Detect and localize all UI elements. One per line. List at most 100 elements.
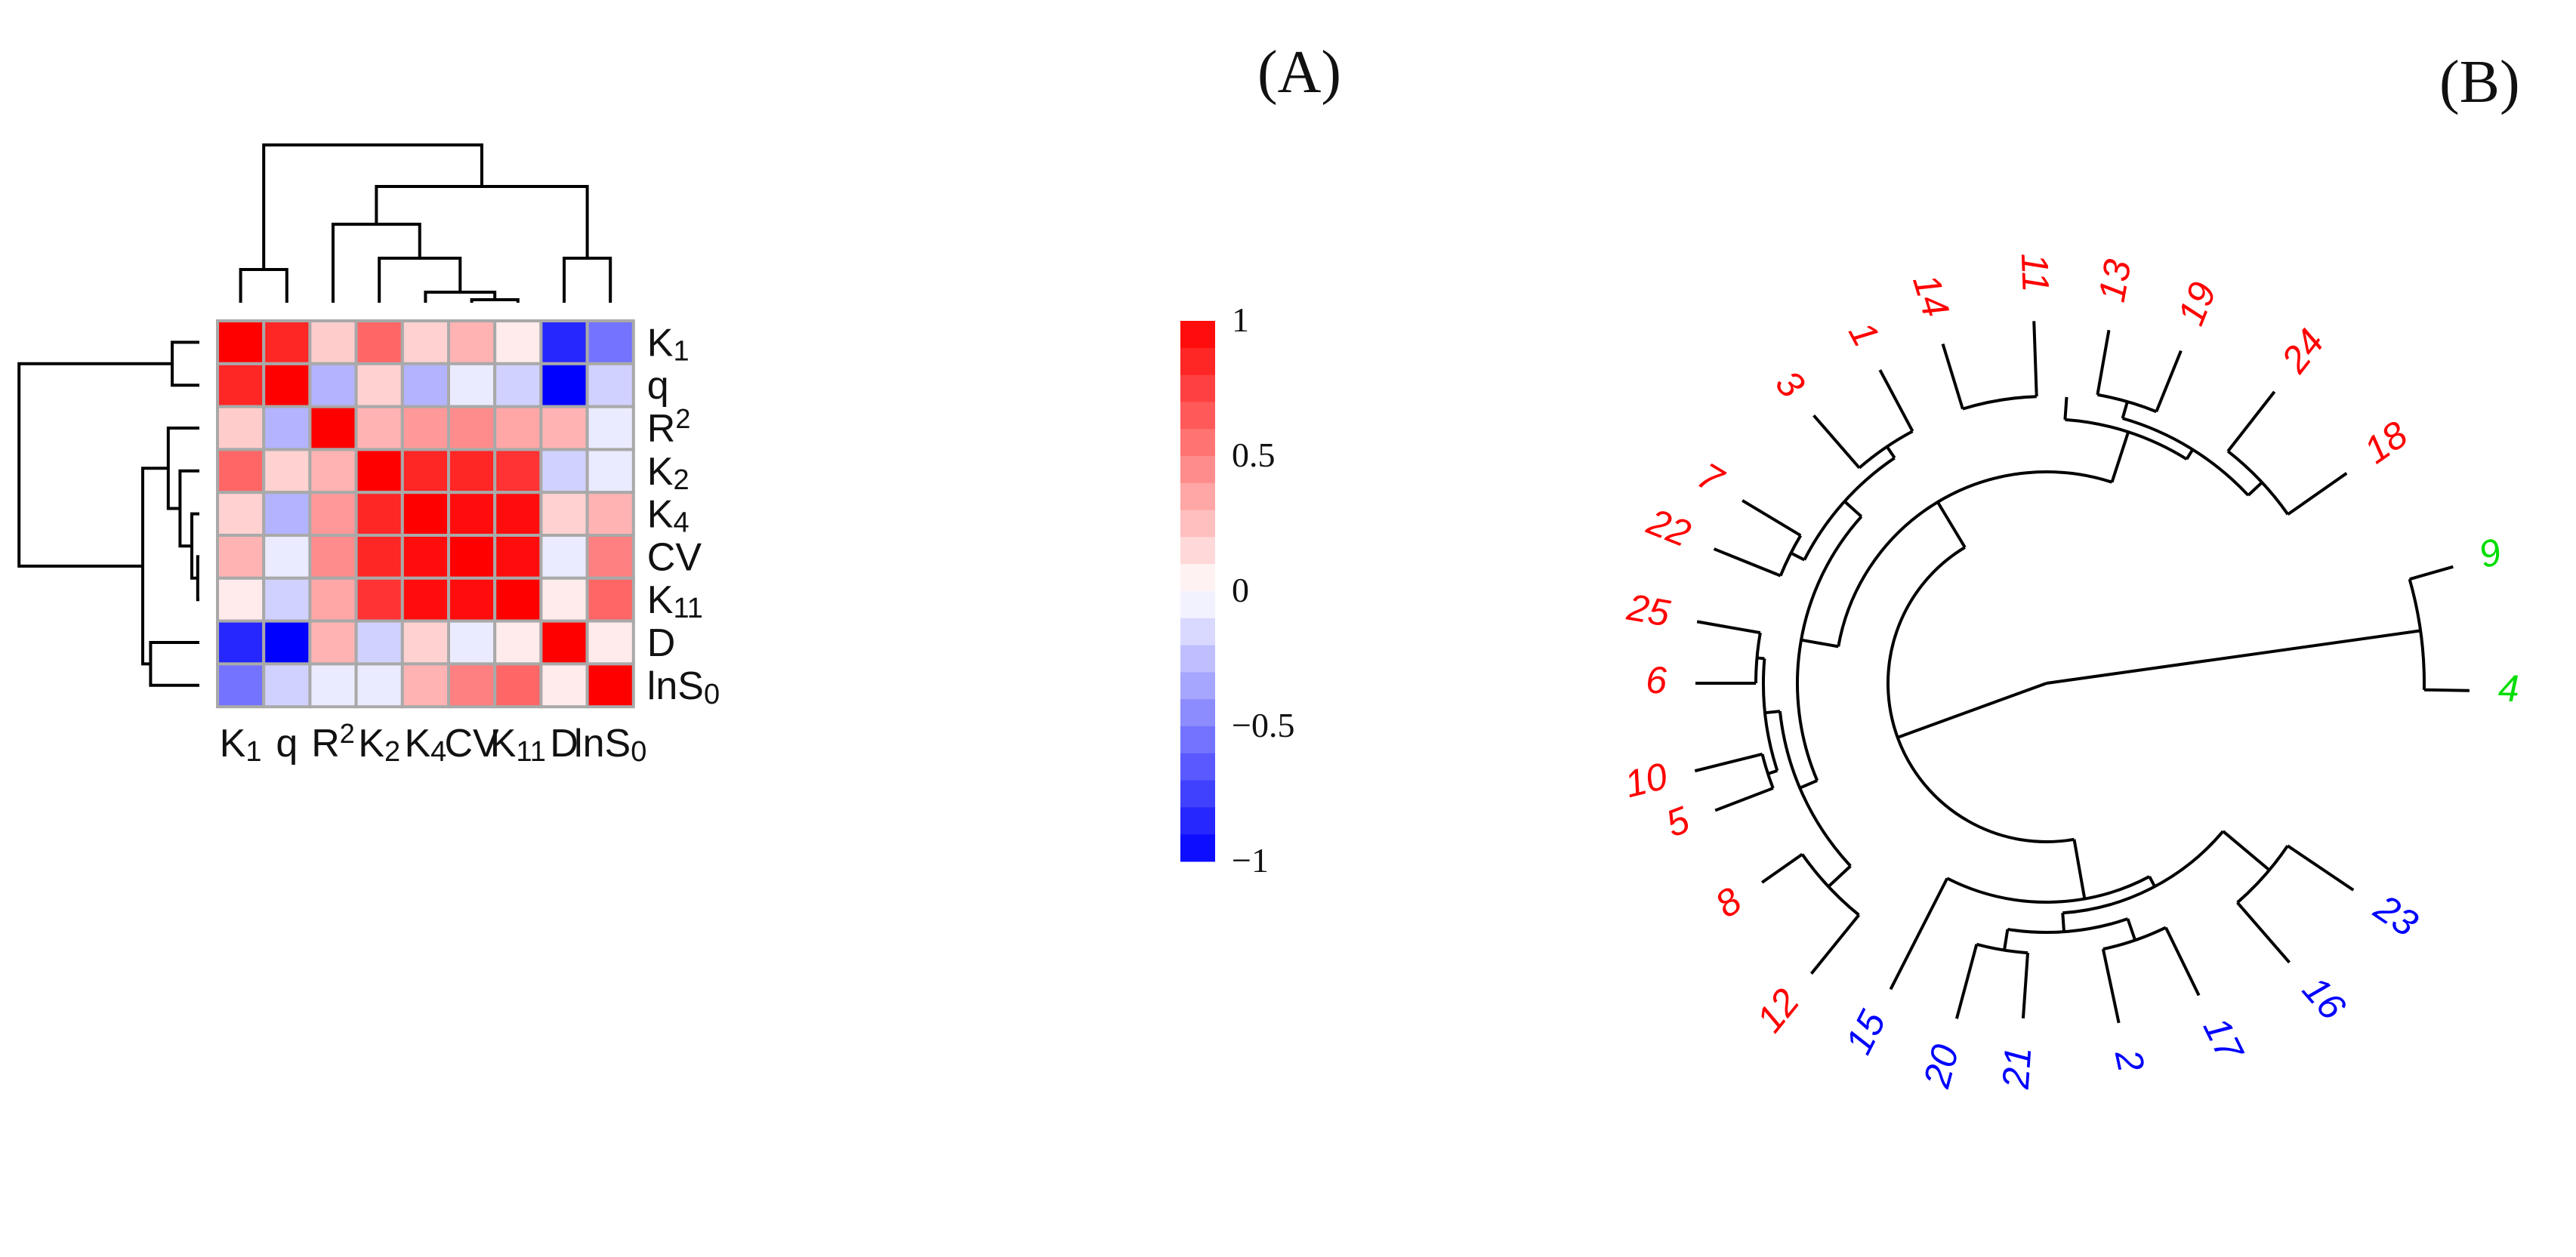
dendrogram-branch [149, 641, 199, 687]
dendrogram-branch [2110, 431, 2130, 483]
dendrogram-branch [1767, 787, 1774, 792]
heatmap-cell [585, 405, 635, 451]
heatmap-cell [447, 362, 497, 408]
dendrogram-leaf-label: 6 [1646, 659, 1667, 701]
dendrogram-leaf-branch [2155, 350, 2183, 411]
heatmap-cell [493, 534, 543, 580]
heatmap-cell [539, 362, 589, 408]
heatmap-cell [447, 534, 497, 580]
dendrogram-leaf-branch [1761, 855, 1800, 884]
row-label: K1 [647, 321, 690, 367]
dendrogram-branch [1796, 531, 1802, 538]
color-scale-step [1180, 564, 1215, 592]
dendrogram-leaf-label: 8 [1708, 879, 1749, 926]
dendrogram-branch [2409, 575, 2417, 581]
dendrogram-leaf-label: 17 [2195, 1011, 2253, 1069]
dendrogram-leaf-branch [2021, 957, 2029, 1019]
heatmap-cell [308, 448, 358, 494]
dendrogram-leaf-branch [1812, 414, 1857, 465]
dendrogram-branch [171, 340, 199, 387]
color-scale-step [1180, 537, 1215, 565]
dendrogram-branch [1762, 658, 1779, 772]
dendrogram-leaf-branch [2241, 907, 2291, 964]
heatmap-cell [493, 405, 543, 451]
heatmap-cell [216, 362, 266, 408]
dendrogram-branch [1976, 942, 2028, 955]
heatmap-cell [493, 319, 543, 365]
dendrogram-branch [2164, 926, 2170, 935]
heatmap-cell [308, 319, 358, 365]
dendrogram-leaf-branch [2167, 933, 2201, 997]
column-label: lnS0 [574, 722, 646, 768]
dendrogram-branch [1837, 470, 2113, 647]
color-scale-step [1180, 482, 1215, 511]
heatmap-cell [354, 619, 404, 666]
dendrogram-leaf-label: 24 [2272, 322, 2332, 381]
color-scale-tick-label: 1 [1232, 300, 1249, 339]
color-scale-step [1180, 321, 1215, 349]
dendrogram-branch [1843, 500, 1863, 518]
dendrogram-branch [470, 298, 520, 303]
heatmap-cell [447, 405, 497, 451]
heatmap-cell [354, 534, 404, 580]
dendrogram-branch [2408, 578, 2426, 690]
dendrogram-leaf-branch [1889, 938, 1918, 991]
dendrogram-branch [1858, 430, 1914, 470]
heatmap-cell [262, 619, 312, 666]
dendrogram-branch [2101, 948, 2106, 957]
color-scale-step [1180, 429, 1215, 457]
dendrogram-branch [1756, 630, 1761, 635]
color-scale-step [1180, 347, 1215, 376]
dendrogram-leaf-label: 2 [2107, 1046, 2153, 1076]
heatmap-cell [262, 405, 312, 451]
heatmap-cell [262, 662, 312, 709]
row-label: K11 [647, 578, 703, 624]
heatmap-cell [308, 362, 358, 408]
dendrogram-branch [563, 257, 612, 303]
dendrogram-branch [178, 469, 199, 548]
color-scale-step [1180, 402, 1215, 430]
dendrogram-branch [1796, 515, 1863, 781]
heatmap-cell [539, 448, 589, 494]
dendrogram-leaf-branch [1941, 343, 1964, 406]
color-scale-step [1180, 780, 1215, 808]
heatmap-cell [447, 619, 497, 666]
color-scale-step [1180, 672, 1215, 700]
heatmap-cell [216, 448, 266, 494]
heatmap-cell [493, 619, 543, 666]
heatmap-cells [216, 319, 635, 709]
row-label: lnS0 [647, 664, 720, 710]
heatmap-cell [539, 491, 589, 538]
dendrogram-branch [17, 362, 172, 568]
row-label: R2 [647, 403, 691, 451]
heatmap-cell [216, 576, 266, 623]
dendrogram-branch [1776, 572, 1782, 578]
dendrogram-leaf-branch [1696, 620, 1757, 634]
dendrogram-leaf-branch [1694, 753, 1758, 773]
heatmap-cell [585, 448, 635, 494]
heatmap-cell [493, 576, 543, 623]
dendrogram-branch [1854, 463, 1861, 470]
heatmap-cell [493, 662, 543, 709]
dendrogram-branch [2185, 448, 2195, 461]
dendrogram-branch [1885, 445, 1896, 459]
dendrogram-branch [2287, 512, 2291, 516]
dendrogram-branch [2072, 839, 2087, 899]
color-scale-step [1180, 456, 1215, 484]
heatmap-cell [262, 319, 312, 365]
dendrogram-branch [2247, 481, 2263, 497]
color-scale-tick-label: −0.5 [1232, 706, 1294, 744]
column-label: D [550, 722, 578, 766]
row-label: CV [647, 535, 702, 579]
dendrogram-branch [2063, 396, 2069, 420]
dendrogram-root-branch [1896, 682, 2047, 739]
dendrogram-branch [239, 268, 288, 303]
heatmap-cell [216, 534, 266, 580]
heatmap-cell [354, 491, 404, 538]
dendrogram-leaf-branch [1741, 499, 1799, 535]
dendrogram-leaf-label: 11 [2013, 252, 2057, 293]
dendrogram-leaf-label: 16 [2294, 969, 2354, 1028]
heatmap-cell [585, 662, 635, 709]
heatmap-cell [216, 405, 266, 451]
